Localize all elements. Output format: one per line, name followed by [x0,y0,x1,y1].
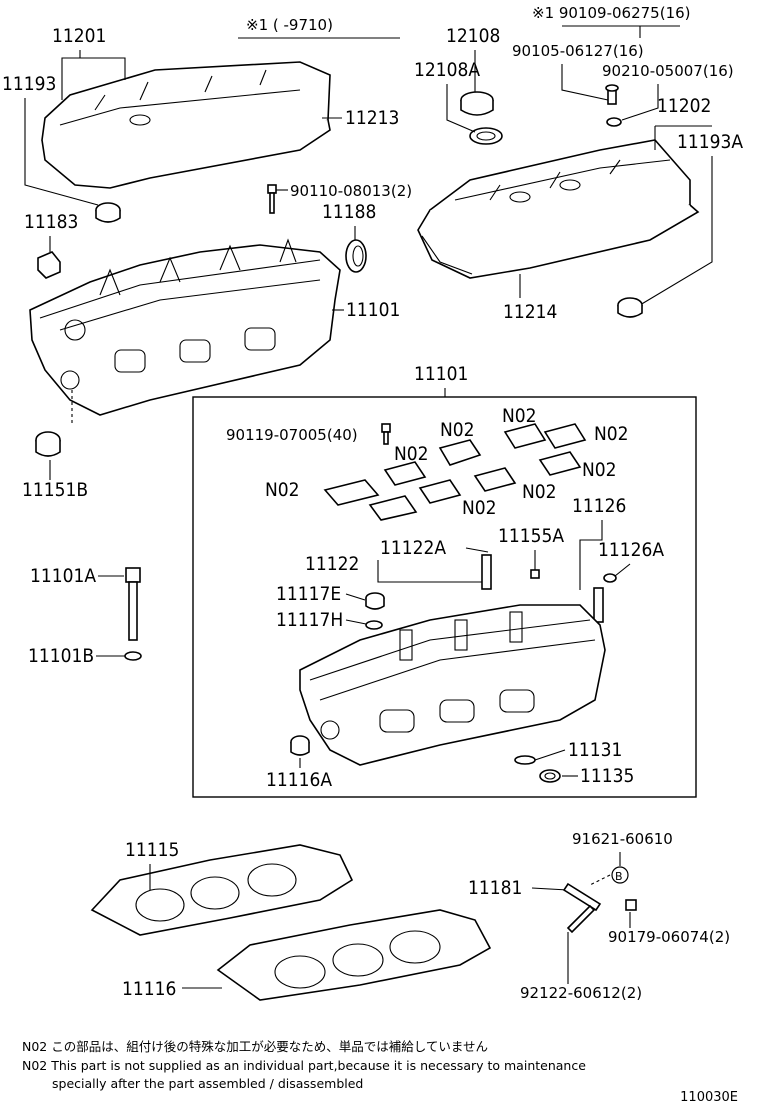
head-bolt-11101A[interactable] [125,567,141,641]
valve-cover-right[interactable] [417,139,700,279]
stud-92122[interactable] [566,904,596,934]
note-english-line1: N02 This part is not supplied as an indi… [22,1058,586,1073]
grommet-11193A[interactable] [617,297,643,318]
label-n02-a: N02 [440,419,475,441]
label-11117E: 11117E [276,583,341,605]
label-n02-d: N02 [394,443,429,465]
washer-11117H[interactable] [365,620,383,630]
grommet-11193[interactable] [95,202,121,223]
label-11117H: 11117H [276,609,343,631]
reference-code: 110030E [680,1090,738,1105]
label-11193: 11193 [2,73,56,95]
note-japanese: N02 この部品は、組付け後の特殊な加工が必要なため、単品では補給していません [22,1039,488,1054]
label-90110: 90110-08013(2) [290,182,412,200]
seal-11116A[interactable] [290,735,310,756]
seat-11126A[interactable] [603,573,617,583]
label-11181: 11181 [468,877,522,899]
note-english-line2: specially after the part assembled / dis… [52,1076,364,1091]
label-11135: 11135 [580,765,634,787]
label-11214: 11214 [503,301,557,323]
head-gasket-11116[interactable] [216,909,492,1001]
label-92122: 92122-60612(2) [520,984,642,1002]
detail-box [192,396,697,798]
label-n02-c: N02 [594,423,629,445]
label-11126: 11126 [572,495,626,517]
bolt-90105[interactable] [605,84,619,105]
pin-11181[interactable] [562,882,602,912]
seal-11135[interactable] [539,769,561,783]
valve-guide-11122[interactable] [481,554,492,590]
bolt-90179[interactable] [625,899,637,911]
label-11151B: 11151B [22,479,88,501]
bolt-90119[interactable] [381,423,391,445]
label-12108A: 12108A [414,59,480,81]
label-n02-b: N02 [502,405,537,427]
seal-11151B[interactable] [35,431,61,457]
svg-text:B: B [615,870,623,883]
circle-b-marker: B [611,866,629,884]
label-90105: 90105-06127(16) [512,42,644,60]
valve-cover-left[interactable] [41,61,331,189]
label-11122A: 11122A [380,537,446,559]
head-gasket-11115[interactable] [90,844,354,936]
label-11126A: 11126A [598,539,664,561]
label-12108: 12108 [446,25,500,47]
applicability-note: ※1 ( -9710) [246,16,333,34]
valve-guide-11126[interactable] [593,587,604,623]
plug-11117E[interactable] [365,592,385,610]
label-11213: 11213 [345,107,399,129]
label-11116A: 11116A [266,769,332,791]
plug-11183[interactable] [37,251,61,279]
seal-11188[interactable] [345,239,367,273]
label-91621: 91621-60610 [572,830,673,848]
label-11193A: 11193A [677,131,743,153]
label-11202: 11202 [657,95,711,117]
plug-11155A[interactable] [530,569,540,579]
label-11101-top: 11101 [346,299,400,321]
label-11101-box: 11101 [414,363,468,385]
label-11183: 11183 [24,211,78,233]
cylinder-head-assembly[interactable] [29,238,341,416]
bearing-caps[interactable] [323,423,587,521]
washer-11101B[interactable] [124,651,142,661]
label-11101B: 11101B [28,645,94,667]
label-11115: 11115 [125,839,179,861]
cylinder-head-detail[interactable] [299,604,606,766]
label-n02-g: N02 [522,481,557,503]
label-11122: 11122 [305,553,359,575]
label-90179: 90179-06074(2) [608,928,730,946]
label-11116: 11116 [122,978,176,1000]
washer-90210[interactable] [606,117,622,127]
label-11201: 11201 [52,25,106,47]
label-11131: 11131 [568,739,622,761]
label-11101A: 11101A [30,565,96,587]
label-11188: 11188 [322,201,376,223]
bolt-90110[interactable] [267,184,277,214]
gasket-11131[interactable] [514,755,536,765]
label-90109: ※1 90109-06275(16) [532,4,691,22]
label-11155A: 11155A [498,525,564,547]
label-90210: 90210-05007(16) [602,62,734,80]
label-n02-e: N02 [582,459,617,481]
label-n02-h: N02 [462,497,497,519]
label-90119: 90119-07005(40) [226,426,358,444]
label-n02-f: N02 [265,479,300,501]
oil-filler-cap[interactable] [460,91,503,145]
